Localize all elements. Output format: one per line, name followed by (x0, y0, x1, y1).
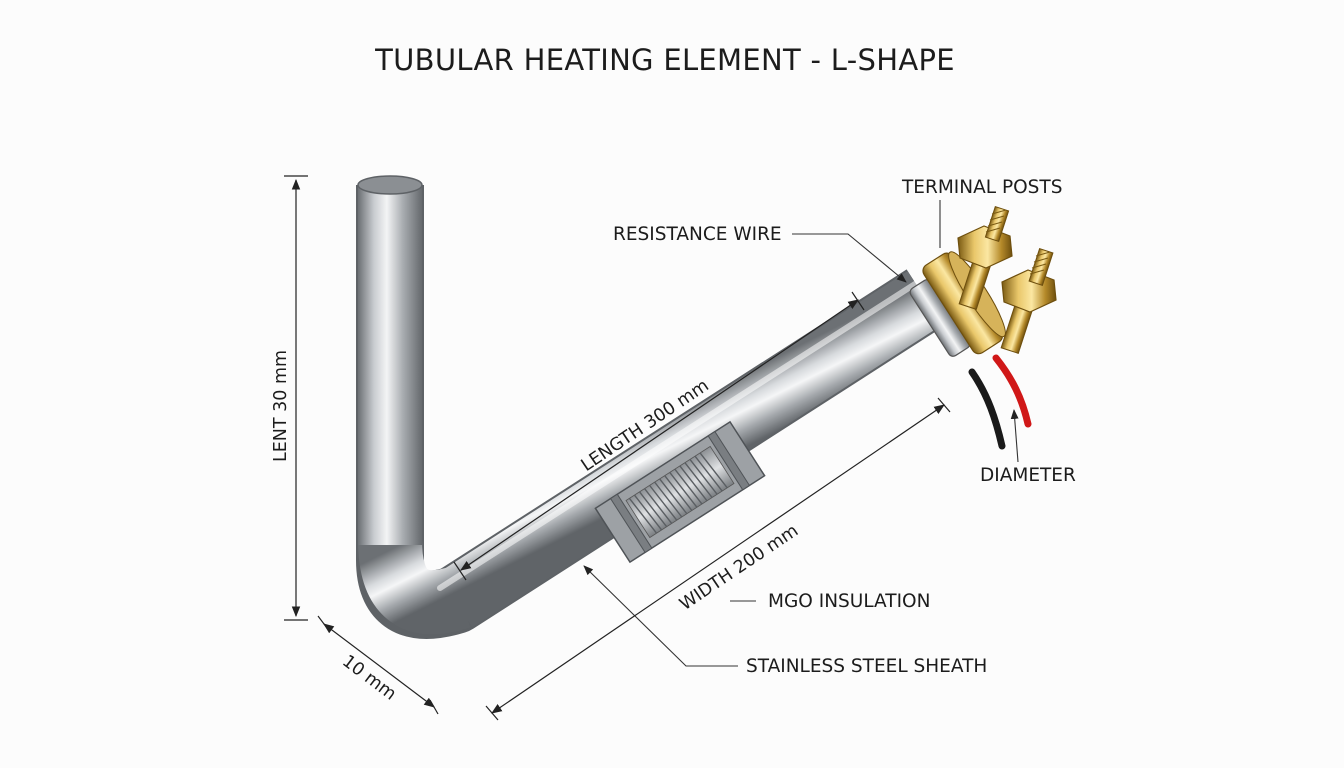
red-lead-wire (992, 354, 1032, 428)
diameter-leader (1010, 409, 1019, 463)
resistance-wire-leader (792, 233, 907, 283)
black-lead-wire (968, 368, 1006, 450)
resistance-wire-label: RESISTANCE WIRE (613, 224, 782, 245)
bend-dimension-label: 10 mm (338, 651, 400, 704)
width-dimension (485, 397, 951, 721)
stainless-steel-sheath-label: STAINLESS STEEL SHEATH (746, 656, 987, 677)
terminal-post-upper (957, 205, 1013, 310)
vertical-dimension (284, 175, 308, 621)
diameter-label: DIAMETER (980, 465, 1076, 486)
mgo-insulation-label: MGO INSULATION (768, 591, 930, 612)
terminal-posts-label: TERMINAL POSTS (901, 177, 1062, 198)
bend-dimension (317, 615, 439, 715)
diagram-title: TUBULAR HEATING ELEMENT - L-SHAPE (374, 43, 955, 77)
terminal-post-lower (1000, 248, 1057, 354)
vertical-dimension-label: LENT 30 mm (271, 350, 291, 462)
